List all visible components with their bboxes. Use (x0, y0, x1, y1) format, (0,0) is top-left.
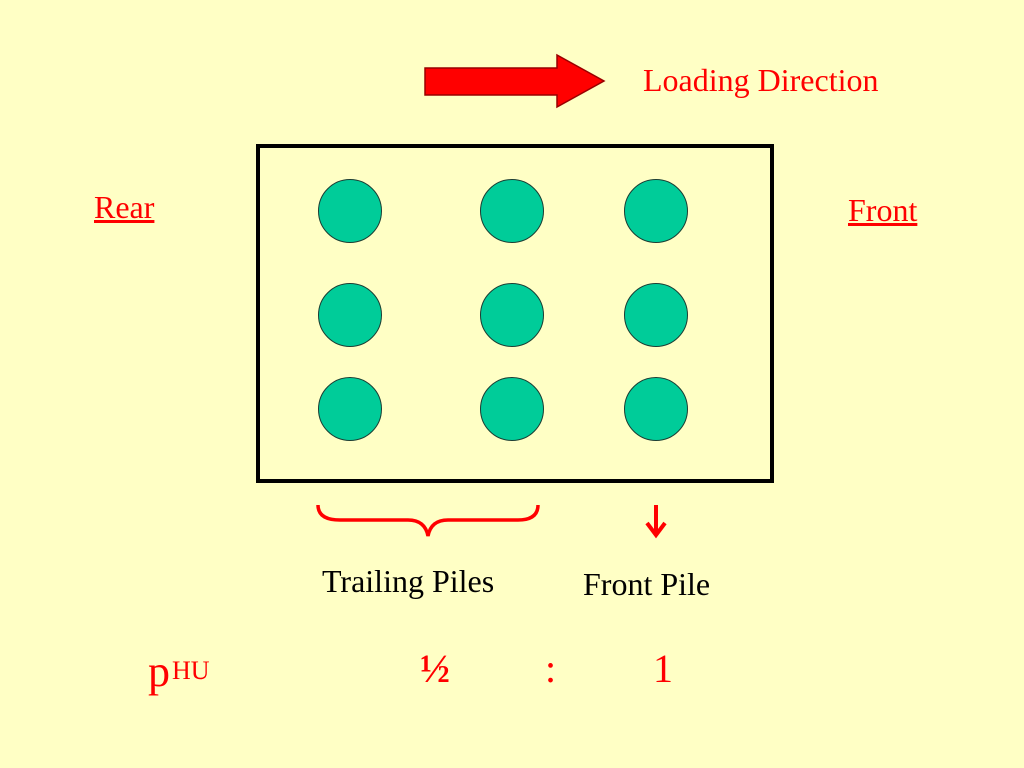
trailing-piles-label: Trailing Piles (322, 563, 495, 599)
pile-r1-c1 (318, 179, 382, 243)
pile-r3-c3 (624, 377, 688, 441)
loading-direction-arrow-icon (424, 53, 606, 109)
front-pile-label: Front Pile (583, 566, 711, 602)
front-pile-arrow-icon (645, 505, 667, 539)
pile-r2-c2 (480, 283, 544, 347)
pile-r1-c2 (480, 179, 544, 243)
pile-r3-c1 (318, 377, 382, 441)
pile-r1-c3 (624, 179, 688, 243)
loading-direction-label: Loading Direction (643, 62, 879, 98)
ratio-trailing-value: ½ (420, 646, 450, 691)
front-label: Front (848, 192, 918, 228)
phu-subscript: HU (172, 656, 210, 685)
ratio-front-value: 1 (653, 646, 673, 691)
pile-r2-c3 (624, 283, 688, 347)
ratio-separator: : (545, 646, 557, 691)
pile-cap (256, 144, 774, 483)
trailing-piles-brace-icon (316, 504, 540, 537)
phu-symbol: p (148, 647, 170, 696)
pile-r3-c2 (480, 377, 544, 441)
rear-label: Rear (94, 189, 155, 225)
pile-r2-c1 (318, 283, 382, 347)
